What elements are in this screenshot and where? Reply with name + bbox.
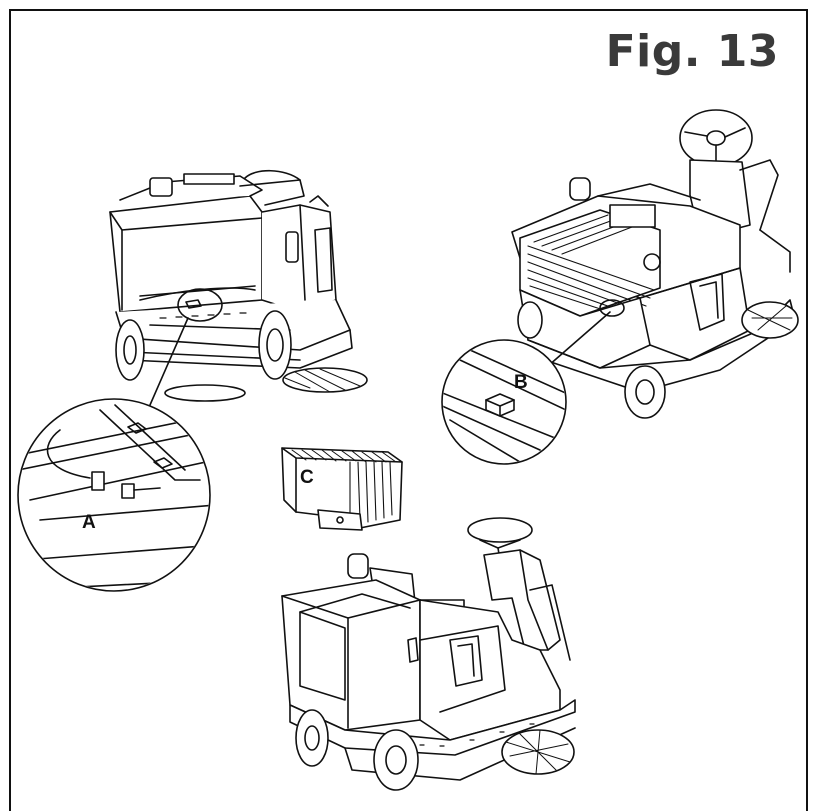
callout-label-c: C <box>300 467 314 488</box>
sweeper-side-view <box>281 517 576 791</box>
callout-label-b: B <box>514 372 528 393</box>
leader-line-a <box>149 317 189 406</box>
sweeper-front-view <box>511 109 799 419</box>
detail-circle-b: B <box>441 339 567 465</box>
filter-unit-c: C <box>281 447 403 531</box>
callout-label-a: A <box>82 512 96 533</box>
detail-circle-a: A <box>17 398 211 592</box>
figure-frame <box>9 9 808 811</box>
figure-title: Fig. 13 <box>605 26 779 77</box>
sweeper-rear-view <box>109 169 368 402</box>
leader-line-b <box>547 311 611 367</box>
